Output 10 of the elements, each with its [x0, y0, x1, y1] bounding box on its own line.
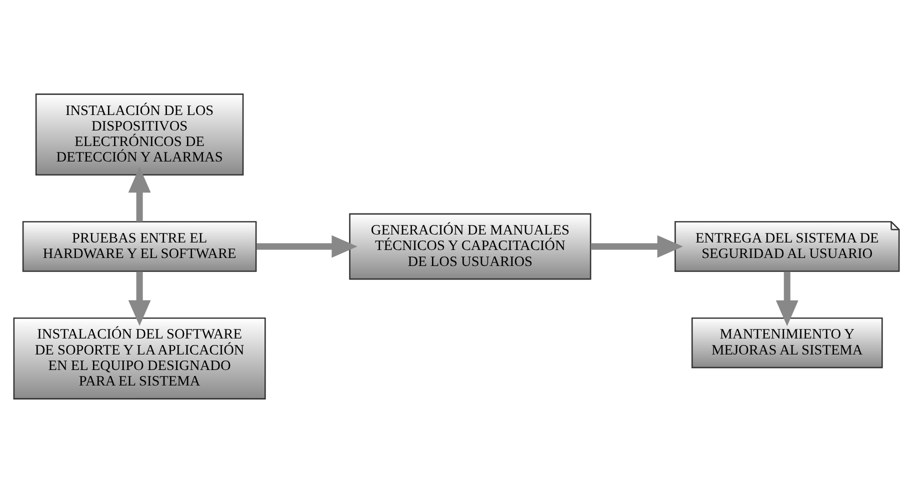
arrow: [256, 235, 358, 258]
node-box: INSTALACIÓN DEL SOFTWARE DE SOPORTE Y LA APLICACIÓN EN EL EQUIPO DESIGNADO PARA EL SISTEMA: [13, 317, 266, 400]
arrow: [590, 235, 684, 258]
node-box: MANTENIMIENTO Y MEJORAS AL SISTEMA: [691, 317, 883, 368]
arrow: [128, 272, 151, 326]
node-box: PRUEBAS ENTRE EL HARDWARE Y EL SOFTWARE: [22, 221, 257, 272]
node-box: INSTALACIÓN DE LOS DISPOSITIVOS ELECTRÓNICOS DE DETECCIÓN Y ALARMAS: [35, 94, 244, 176]
node-box: GENERACIÓN DE MANUALES TÉCNICOS Y CAPACITACIÓN DE LOS USUARIOS: [349, 213, 592, 280]
arrow: [776, 272, 798, 326]
arrow: [128, 166, 151, 222]
